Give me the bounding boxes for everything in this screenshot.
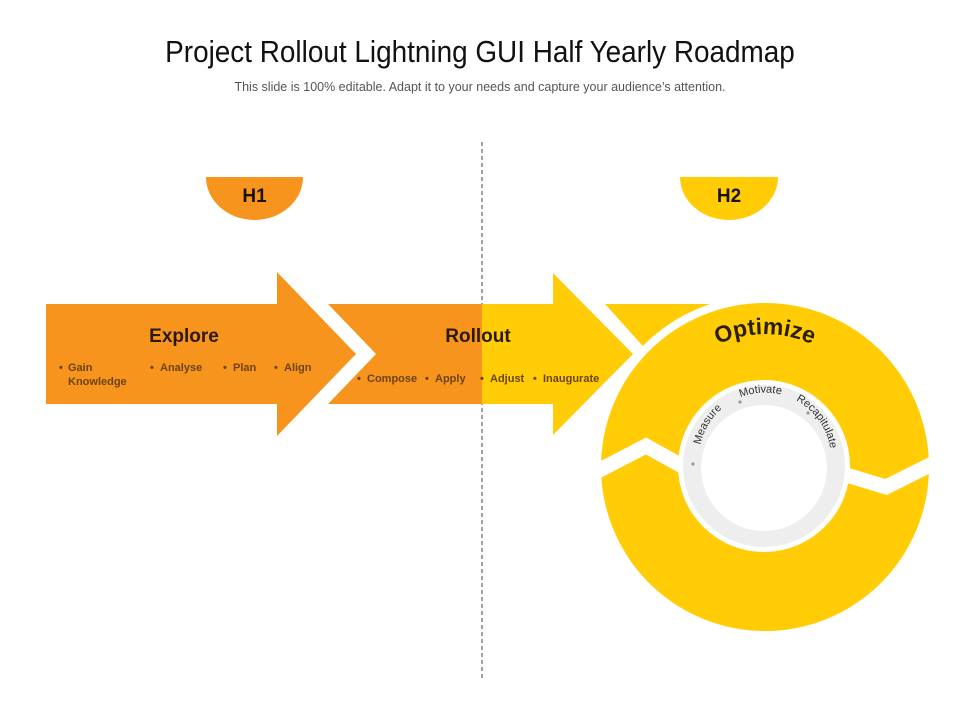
h2-badge: H2 xyxy=(680,177,778,220)
explore-bullet-analyse: Analyse xyxy=(160,362,202,374)
bullet-dot: • xyxy=(357,373,361,385)
bullet-dot xyxy=(806,411,810,415)
bullet-dot xyxy=(691,462,695,466)
inner-item-motivate: Motivate xyxy=(738,383,783,400)
explore-bullet-gain: Gain xyxy=(68,362,93,374)
explore-bullet-align: Align xyxy=(284,362,312,374)
slide-subtitle: This slide is 100% editable. Adapt it to… xyxy=(234,80,726,94)
optimize-ring xyxy=(586,295,944,639)
bullet-dot: • xyxy=(425,373,429,385)
explore-bullet-knowledge: Knowledge xyxy=(68,376,127,388)
rollout-bullet-apply: Apply xyxy=(435,373,466,385)
rollout-bullets: • Compose • Apply • Adjust • Inaugurate xyxy=(357,373,599,385)
rollout-bullet-adjust: Adjust xyxy=(490,373,525,385)
bullet-dot: • xyxy=(150,362,154,374)
h2-label: H2 xyxy=(717,186,741,207)
bullet-dot xyxy=(738,400,742,404)
bullet-dot: • xyxy=(533,373,537,385)
explore-bullet-plan: Plan xyxy=(233,362,257,374)
rollout-bullet-compose: Compose xyxy=(367,373,417,385)
explore-bullets: • Gain Knowledge • Analyse • Plan • Alig… xyxy=(59,362,312,388)
h1-label: H1 xyxy=(242,186,267,207)
rollout-bullet-inaugurate: Inaugurate xyxy=(543,373,599,385)
rollout-title: Rollout xyxy=(445,326,511,347)
explore-arrow xyxy=(46,272,356,436)
bullet-dot: • xyxy=(59,362,63,374)
h1-badge: H1 xyxy=(206,177,303,220)
bullet-dot: • xyxy=(274,362,278,374)
explore-title: Explore xyxy=(149,326,219,347)
inner-item-motivate-text: Motivate xyxy=(738,383,783,400)
slide-title: Project Rollout Lightning GUI Half Yearl… xyxy=(165,34,795,69)
bullet-dot: • xyxy=(480,373,484,385)
rollout-arrow xyxy=(328,273,633,435)
bullet-dot: • xyxy=(223,362,227,374)
